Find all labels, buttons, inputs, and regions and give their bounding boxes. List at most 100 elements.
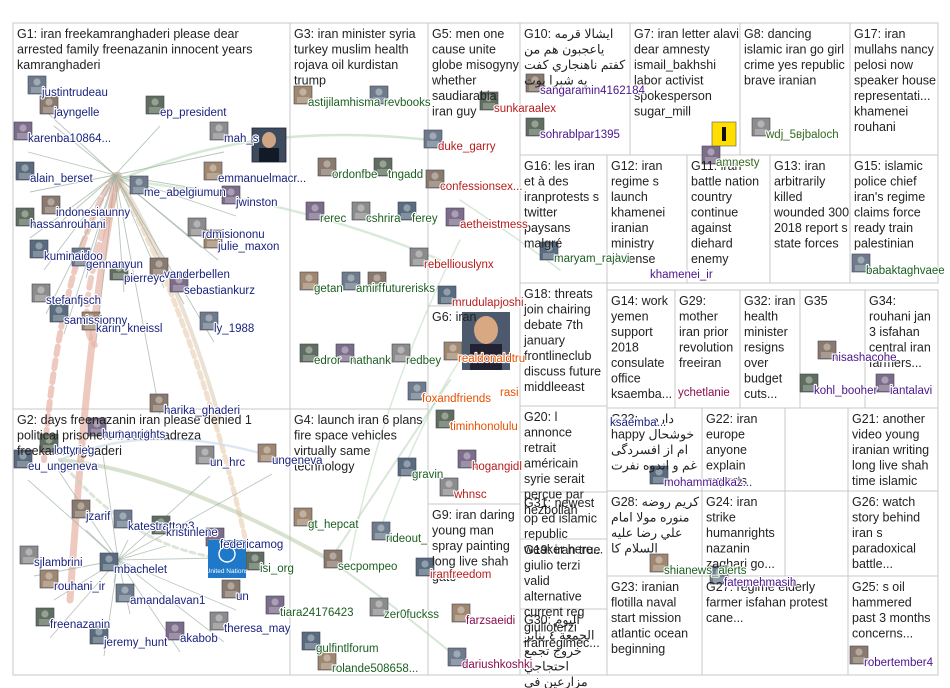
node-label-gulfintlforum[interactable]: gulfintlforum xyxy=(315,642,380,656)
node-label-fatemehmasih[interactable]: fatemehmasih xyxy=(723,576,797,590)
node-vanderbellen-avatar[interactable] xyxy=(149,257,169,277)
node-astijilamhisma-avatar[interactable] xyxy=(293,85,313,105)
node-aetheistmess-avatar[interactable] xyxy=(445,207,465,227)
node-redbey-avatar[interactable] xyxy=(391,343,411,363)
node-label-gt-hepcat[interactable]: gt_hepcat xyxy=(307,518,361,532)
node-label-rerec[interactable]: rerec xyxy=(319,212,348,226)
node-label-astijilamhisma[interactable]: astijilamhisma xyxy=(307,96,382,110)
node-amnesty-avatar[interactable] xyxy=(701,145,721,165)
node-label-secpompeo[interactable]: secpompeo xyxy=(337,560,399,574)
node-label-rasi[interactable]: rasi xyxy=(499,386,520,400)
node-label-gennanyun[interactable]: gennanyun xyxy=(85,258,144,272)
node-kristinlene-avatar[interactable] xyxy=(151,515,171,535)
node-label-shianews-alerts[interactable]: shianews_alerts xyxy=(663,564,748,578)
node-sunkaraalex-avatar[interactable] xyxy=(479,91,499,111)
node-mohammadkaz-avatar[interactable] xyxy=(649,465,669,485)
node-mah-s-avatar[interactable] xyxy=(209,121,229,141)
node-label-redbey[interactable]: redbey xyxy=(405,354,443,368)
node-harika-ghaderi-avatar[interactable] xyxy=(149,393,169,413)
node-label-samissionny[interactable]: samissionny xyxy=(63,314,129,328)
node-label-emmanuelmacr[interactable]: emmanuelmacr... xyxy=(217,172,307,186)
node-label-futurerisks[interactable]: futurerisks xyxy=(381,282,436,296)
node-sebastiankurz-avatar[interactable] xyxy=(169,273,189,293)
node-realdonaldtru-avatar[interactable] xyxy=(443,341,463,361)
node-label-rouhani-ir[interactable]: rouhani_ir xyxy=(53,580,107,594)
node-julie-maxon-avatar[interactable] xyxy=(203,229,223,249)
node-label-ep-president[interactable]: ep_president xyxy=(159,106,229,120)
node-label-nisashacohe[interactable]: nisashacohe xyxy=(831,351,898,365)
node-label-zer0fuckss[interactable]: zer0fuckss xyxy=(383,608,440,622)
node-ungeneva-avatar[interactable] xyxy=(257,443,277,463)
node-label-karenba10864[interactable]: karenba10864... xyxy=(27,132,112,146)
node-rideout-avatar[interactable] xyxy=(371,521,391,541)
node-label-sangaramin4162184[interactable]: sangaramin4162184 xyxy=(539,84,647,98)
node-futurerisks-avatar[interactable] xyxy=(367,271,387,291)
node-label-harika-ghaderi[interactable]: harika_ghaderi xyxy=(163,404,241,418)
node-akabob-avatar[interactable] xyxy=(165,621,185,641)
node-label-mrudulapjoshi[interactable]: mrudulapjoshi xyxy=(451,296,525,310)
node-timinhonolulu-avatar[interactable] xyxy=(435,409,455,429)
node-mbachelet-avatar[interactable] xyxy=(99,552,119,572)
node-tiara24176423-avatar[interactable] xyxy=(265,595,285,615)
node-fatemehmasih-avatar[interactable] xyxy=(709,565,729,585)
node-label-amirfa[interactable]: amirfa xyxy=(355,282,390,296)
node-rouhani-ir-avatar[interactable] xyxy=(39,569,59,589)
node-label-dariushkoshki[interactable]: dariushkoshki xyxy=(461,658,534,672)
node-gennanyun-avatar[interactable] xyxy=(71,247,91,267)
node-label-ordonfbe[interactable]: ordonfbe xyxy=(331,168,379,182)
node-label-jzarif[interactable]: jzarif xyxy=(84,510,112,524)
node-kuminaidoo-avatar[interactable] xyxy=(29,239,49,259)
node-humanrights-avatar[interactable] xyxy=(87,417,107,437)
node-gulfintlforum-avatar[interactable] xyxy=(301,631,321,651)
node-farzsaeidi-avatar[interactable] xyxy=(451,603,471,623)
node-label-kristinlene[interactable]: kristinlene xyxy=(165,526,219,540)
node-emmanuelmacr-avatar[interactable] xyxy=(203,161,223,181)
node-label-hogangidl[interactable]: hogangidl xyxy=(471,460,523,474)
node-tngadd-avatar[interactable] xyxy=(373,157,393,177)
node-pierreyc-avatar[interactable] xyxy=(109,261,129,281)
node-label-theresa-may[interactable]: theresa_may xyxy=(223,622,292,636)
node-robertember4-avatar[interactable] xyxy=(849,645,869,665)
node-jayngelle-avatar[interactable] xyxy=(39,95,59,115)
node-label-sohrablpar1395[interactable]: sohrablpar1395 xyxy=(539,128,621,142)
node-maryam-rajavi-avatar[interactable] xyxy=(539,241,559,261)
node-label-mah-s[interactable]: mah_s xyxy=(223,132,260,146)
node-shianews-alerts-avatar[interactable] xyxy=(649,553,669,573)
node-jzarif-avatar[interactable] xyxy=(71,499,91,519)
node-label-hassanrouhani[interactable]: hassanrouhani xyxy=(29,218,107,232)
node-rerec-avatar[interactable] xyxy=(305,201,325,221)
node-rdmisiononu-avatar[interactable] xyxy=(187,217,207,237)
node-justintrudeau-avatar[interactable] xyxy=(27,75,47,95)
node-label-sjlambrini[interactable]: sjlambrini xyxy=(33,556,84,570)
node-label-realdonaldtru[interactable]: realdonaldtru xyxy=(457,352,526,366)
node-label-ungeneva[interactable]: ungeneva xyxy=(271,454,324,468)
node-label-robertember4[interactable]: robertember4 xyxy=(863,656,935,670)
node-ly-1988-avatar[interactable] xyxy=(199,311,219,331)
node-mrudulapjoshi-avatar[interactable] xyxy=(437,285,457,305)
node-label-wdj-5-jbaloch[interactable]: wdj_5вjbaloch xyxy=(764,128,840,142)
node-label-tngadd[interactable]: tngadd xyxy=(387,168,424,182)
node-indonesiaunny-avatar[interactable] xyxy=(41,195,61,215)
node-jeremy-hunt-avatar[interactable] xyxy=(89,625,109,645)
node-theresa-may-avatar[interactable] xyxy=(209,611,229,631)
node-rebelliouslynx-avatar[interactable] xyxy=(409,247,429,267)
node-me-abelgiumun-avatar[interactable] xyxy=(129,175,149,195)
node-label-ksaemba[interactable]: ksaemba... xyxy=(609,416,667,430)
node-label-rolande508658[interactable]: rolande508658... xyxy=(331,662,420,676)
node-label-ly-1988[interactable]: ly_1988 xyxy=(213,322,255,336)
node-confessionsex-avatar[interactable] xyxy=(425,169,445,189)
node-hassanrouhani-avatar[interactable] xyxy=(15,207,35,227)
node-label-foxandfriends[interactable]: foxandfriends xyxy=(421,392,492,406)
node-label-cshrira[interactable]: cshrira xyxy=(365,212,402,226)
node-label-iantalavi[interactable]: iantalavi xyxy=(889,384,933,398)
node-label-mbachelet[interactable]: mbachelet xyxy=(113,563,169,577)
node-label-ferey[interactable]: ferey xyxy=(411,212,439,226)
node-label-humanrights[interactable]: humanrights xyxy=(101,428,167,442)
node-edror-avatar[interactable] xyxy=(299,343,319,363)
node-sohrablpar1395-avatar[interactable] xyxy=(525,117,545,137)
node-label-babaktaghvaee[interactable]: babaktaghvaee xyxy=(865,264,946,278)
node-label-julie-maxon[interactable]: julie_maxon xyxy=(216,240,281,254)
node-sangaramin4162184-avatar[interactable] xyxy=(525,73,545,93)
node-label-indonesiaunny[interactable]: indonesiaunny xyxy=(55,206,132,220)
node-iantalavi-avatar[interactable] xyxy=(875,373,895,393)
